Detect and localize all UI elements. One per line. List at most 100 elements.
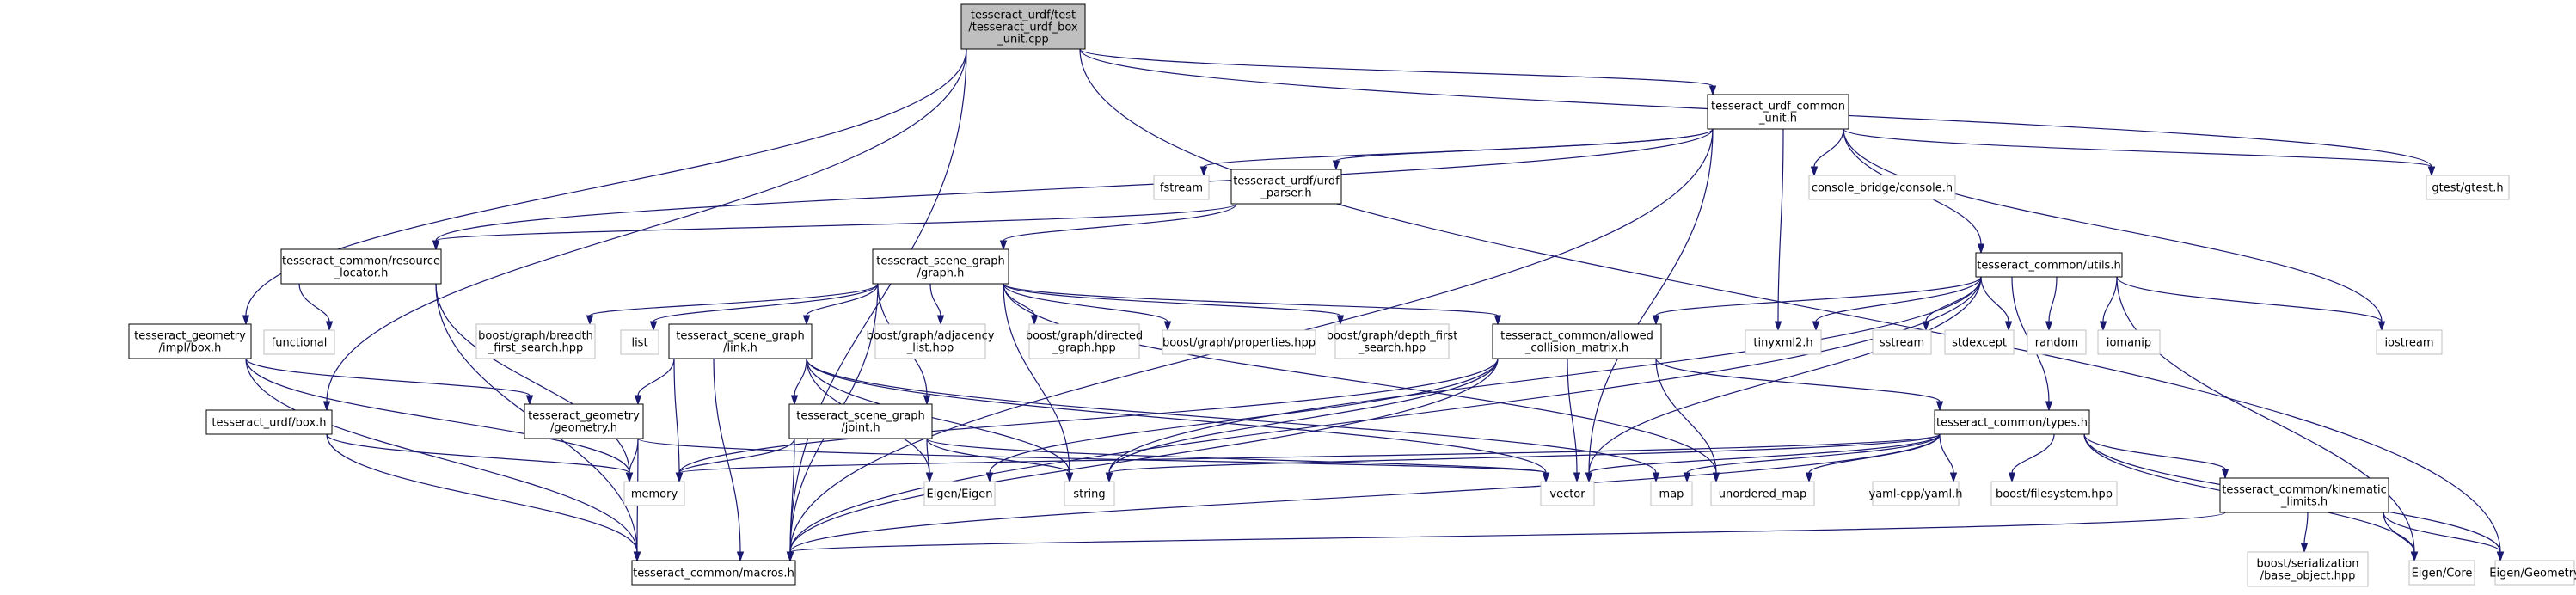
node-label: _locator.h	[334, 267, 389, 280]
edge-line	[1655, 358, 1717, 474]
edge-line	[1003, 283, 1168, 322]
node-box	[668, 323, 813, 359]
edge-types-to-unordered-map	[1805, 433, 1941, 483]
node-label: tesseract_urdf/test	[971, 9, 1076, 22]
node-box	[2376, 329, 2443, 355]
node-box	[1710, 481, 1815, 506]
edge-acm-to-types	[1655, 358, 1944, 412]
node-urdf-box[interactable]: tesseract_urdf/box.h	[205, 409, 333, 435]
edge-line	[1815, 276, 1982, 322]
edge-line	[629, 438, 639, 474]
node-label: unordered_map	[1719, 488, 1807, 501]
node-joint[interactable]: tesseract_scene_graph/joint.h	[788, 403, 933, 439]
edge-arrowhead	[1708, 85, 1717, 96]
node-types[interactable]: tesseract_common/types.h	[1934, 409, 2090, 435]
node-adjacency: boost/graph/adjacency_list.hpp	[867, 323, 995, 359]
edge-arrowhead	[2004, 321, 2013, 332]
node-box	[1162, 329, 1316, 355]
edge-line	[326, 48, 967, 402]
node-graph[interactable]: tesseract_scene_graph/graph.h	[872, 248, 1009, 285]
node-label: /base_object.hpp	[2260, 570, 2356, 583]
edge-arrowhead	[925, 472, 934, 483]
edge-link-to-joint	[790, 358, 807, 406]
node-label: yaml-cpp/yaml.h	[1869, 488, 1963, 501]
edge-line	[435, 128, 1714, 242]
edge-line	[2116, 276, 2383, 322]
edge-arrowhead	[1652, 472, 1660, 483]
edge-line	[245, 358, 638, 553]
node-label: /graph.h	[917, 267, 965, 280]
edge-arrowhead	[1163, 321, 1172, 332]
node-box	[788, 403, 933, 439]
edge-line	[789, 358, 1499, 553]
edge-arrowhead	[2045, 321, 2053, 332]
node-label: random	[2035, 337, 2078, 350]
edge-types-to-yaml	[1939, 433, 1958, 483]
node-console: console_bridge/console.h	[1808, 175, 1956, 200]
edges-layer	[242, 48, 2505, 562]
edge-line	[435, 203, 1237, 242]
node-geom-impl-box[interactable]: tesseract_geometry/impl/box.h	[128, 323, 252, 359]
node-kinematic[interactable]: tesseract_common/kinematic_limits.h	[2219, 477, 2389, 513]
edge-arrowhead	[325, 321, 334, 332]
node-list: list	[620, 329, 659, 355]
node-eigen: Eigen/Eigen	[923, 481, 996, 506]
node-box	[2494, 560, 2575, 586]
edge-root-to-common-unit	[1079, 48, 1717, 96]
node-label: fstream	[1160, 182, 1203, 195]
edge-arrowhead	[923, 395, 931, 406]
edge-line	[1108, 358, 1499, 474]
node-label: /link.h	[723, 342, 757, 355]
edge-acm-to-unordered-map	[1655, 358, 1720, 483]
edge-arrowhead	[1493, 315, 1502, 326]
node-link[interactable]: tesseract_scene_graph/link.h	[668, 323, 813, 359]
node-common-unit[interactable]: tesseract_urdf_common_unit.h	[1707, 94, 1849, 130]
node-label: memory	[631, 488, 678, 501]
node-utils[interactable]: tesseract_common/utils.h	[1975, 252, 2123, 278]
edge-arrowhead	[634, 395, 642, 406]
edge-graph-to-list	[649, 283, 879, 332]
edge-line	[1003, 203, 1237, 242]
edge-line	[806, 358, 1547, 474]
node-acm[interactable]: tesseract_common/allowed_collision_matri…	[1492, 323, 1662, 359]
edge-arrowhead	[1105, 472, 1113, 483]
node-label: _collision_matrix.h	[1524, 342, 1628, 355]
node-root[interactable]: tesseract_urdf/test/tesseract_urdf_box_u…	[960, 3, 1086, 50]
edge-graph-to-bfs	[586, 283, 879, 326]
edge-graph-to-unordered-map	[1003, 283, 1720, 483]
node-box	[923, 481, 996, 506]
node-box	[1745, 329, 1822, 355]
node-label: _list.hpp	[906, 342, 954, 355]
node-label: tinyxml2.h	[1753, 337, 1812, 350]
edge-line	[245, 358, 630, 474]
node-label: boost/graph/breadth	[478, 330, 593, 343]
node-label: boost/filesystem.hpp	[1996, 488, 2113, 501]
edge-link-to-geometry	[634, 358, 675, 406]
edge-arrowhead	[1935, 401, 1944, 412]
node-label: boost/graph/adjacency	[867, 330, 995, 343]
node-resource-locator[interactable]: tesseract_common/resource_locator.h	[280, 248, 442, 285]
edge-arrowhead	[633, 551, 641, 562]
edge-common-unit-to-vector	[1585, 128, 1714, 483]
edge-arrowhead	[1712, 472, 1720, 483]
edge-arrowhead	[786, 551, 794, 562]
node-box	[1650, 481, 1693, 506]
edge-line	[1079, 48, 2501, 553]
node-iostream: iostream	[2376, 329, 2443, 355]
edge-arrowhead	[1585, 472, 1593, 483]
edge-arrowhead	[1030, 315, 1039, 326]
node-urdf-parser[interactable]: tesseract_urdf/urdf_parser.h	[1230, 169, 1342, 205]
edge-line	[589, 283, 879, 316]
edge-utils-to-eigen-core	[2116, 276, 2419, 562]
edge-urdf-box-to-memory	[326, 433, 634, 483]
node-label: _graph.hpp	[1052, 342, 1115, 355]
edge-joint-to-string	[926, 438, 1074, 483]
edge-arrowhead	[586, 315, 594, 326]
node-box	[1028, 323, 1140, 359]
node-geometry[interactable]: tesseract_geometry/geometry.h	[524, 403, 644, 439]
edge-line	[678, 358, 1499, 474]
edge-line	[1079, 48, 1714, 87]
node-macros[interactable]: tesseract_common/macros.h	[631, 560, 796, 586]
edge-kinematic-to-eigen-core	[2383, 512, 2419, 562]
node-label: stdexcept	[1952, 337, 2007, 350]
